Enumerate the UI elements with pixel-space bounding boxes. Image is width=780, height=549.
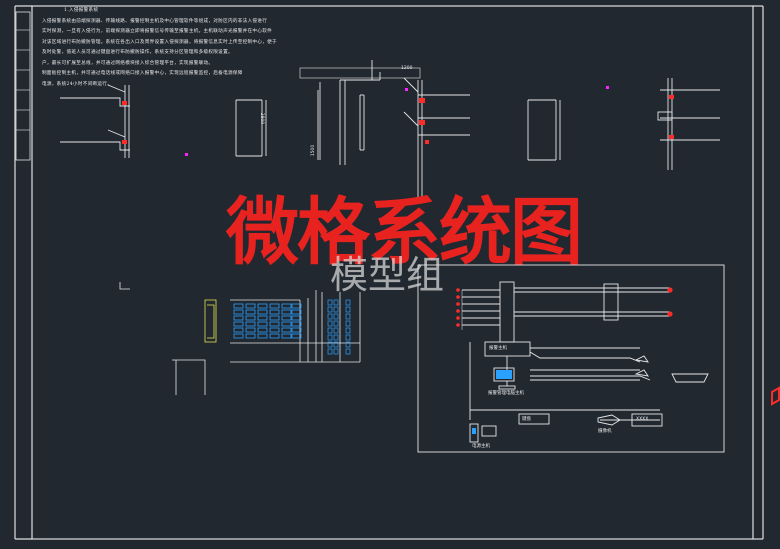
seat-mark: [327, 327, 333, 334]
seat-mark: [345, 299, 351, 306]
dimension-label: 1500: [311, 144, 317, 157]
seat-mark: [257, 315, 268, 321]
notes-line: 实时探测，一旦有入侵行为，前端探测器立即将报警信号传输至报警主机，主机联动声光报…: [42, 29, 273, 34]
seat-mark: [257, 327, 268, 333]
system-diagram: [417, 264, 725, 453]
seat-mark: [291, 315, 302, 321]
seat-mark: [327, 320, 333, 327]
notes-line: 及时处警，值班人员可通过键盘进行布防撤防操作，系统支持分区管理和多级权限设置。: [42, 50, 233, 55]
red-detector-points: [456, 287, 673, 327]
seat-mark: [233, 303, 244, 309]
elevation-detail-5: [527, 86, 609, 161]
seat-mark: [345, 320, 351, 327]
notes-line: 电源，系统24小时不间断运行。: [42, 81, 113, 87]
seat-mark: [233, 333, 244, 339]
seat-mark: [233, 309, 244, 315]
edge-red-mark: [771, 386, 780, 406]
elevation-detail-6: [657, 78, 720, 170]
elevation-detail-1: [60, 84, 130, 158]
seat-mark: [257, 303, 268, 309]
seat-mark: [291, 333, 302, 339]
seat-mark: [327, 313, 333, 320]
seat-mark: [245, 321, 256, 327]
seat-mark: [281, 303, 292, 309]
keyboard-box-label: 键盘: [522, 417, 531, 422]
seat-mark: [327, 334, 333, 341]
seat-mark: [345, 313, 351, 320]
seat-mark: [327, 348, 333, 355]
floor-plan: [119, 282, 361, 395]
watermark-title: 微格系统图: [226, 190, 583, 275]
seat-mark: [269, 309, 280, 315]
bottom-caption: 电源主机: [472, 444, 490, 449]
seat-mark: [291, 309, 302, 315]
elevation-detail-2: [185, 99, 267, 157]
monitor-caption: 报警管理电脑主机: [488, 391, 524, 396]
seat-mark: [257, 309, 268, 315]
seat-mark: [257, 321, 268, 327]
dimension-label: 2800: [259, 112, 265, 125]
notes-line: 户，最长可扩展至总线，并可通过网络模块接入综合管理平台，实现报警联动。: [42, 60, 214, 66]
seat-mark: [269, 327, 280, 333]
seat-mark: [245, 303, 256, 309]
drawing-frame: [14, 5, 764, 540]
seat-mark: [233, 315, 244, 321]
seat-mark: [233, 327, 244, 333]
seat-mark: [345, 306, 351, 313]
seat-mark: [245, 333, 256, 339]
seat-mark: [269, 333, 280, 339]
seat-mark: [281, 327, 292, 333]
camera-caption: 摄像机: [598, 429, 612, 434]
seat-mark: [291, 327, 302, 333]
seat-mark: [245, 327, 256, 333]
seat-mark: [327, 299, 333, 306]
elevation-detail-3: [299, 60, 421, 165]
small-box-label: XXXX: [636, 417, 649, 422]
seat-mark: [245, 315, 256, 321]
seat-mark: [269, 321, 280, 327]
seat-mark: [333, 320, 339, 327]
seat-mark: [233, 321, 244, 327]
control-box-label: 报警主机: [489, 346, 507, 351]
seat-mark: [281, 315, 292, 321]
seat-mark: [269, 315, 280, 321]
seat-mark: [333, 334, 339, 341]
seat-mark: [333, 348, 339, 355]
cyan-devices: [472, 370, 512, 434]
seat-mark: [245, 309, 256, 315]
elevation-detail-4: [403, 77, 470, 200]
seat-mark: [281, 309, 292, 315]
design-notes: 1.入侵报警系统 入侵报警系统由前端探测器、传输线路、报警控制主机及中心管理软件…: [42, 6, 397, 90]
seat-mark: [345, 341, 351, 348]
notes-line: 对该区域进行布防撤防管理。系统在各出入口及周界设置入侵探测器，将报警信息实时上传…: [42, 39, 277, 45]
seat-mark: [257, 333, 268, 339]
seat-mark: [333, 299, 339, 306]
seat-mark: [345, 334, 351, 341]
seat-mark: [291, 303, 302, 309]
seat-mark: [333, 341, 339, 348]
seat-mark: [327, 306, 333, 313]
notes-line: 制面板控制主机，并可通过电话线或网络口接入报警中心，实现远程报警监控，后备电源保…: [42, 71, 243, 76]
seat-mark: [281, 321, 292, 327]
seat-mark: [345, 327, 351, 334]
notes-line: 入侵报警系统由前端探测器、传输线路、报警控制主机及中心管理软件等组成，对防区内的…: [42, 18, 268, 24]
watermark-subtitle: 模型组: [330, 253, 445, 297]
seat-mark: [333, 327, 339, 334]
notes-heading: 1.入侵报警系统: [64, 8, 99, 13]
seat-grid: [233, 299, 351, 355]
seat-mark: [327, 341, 333, 348]
seat-mark: [333, 306, 339, 313]
seat-mark: [281, 333, 292, 339]
seat-mark: [333, 313, 339, 320]
seat-mark: [269, 303, 280, 309]
dimension-label: 1200: [401, 66, 413, 71]
seat-mark: [345, 348, 351, 355]
seat-mark: [291, 321, 302, 327]
